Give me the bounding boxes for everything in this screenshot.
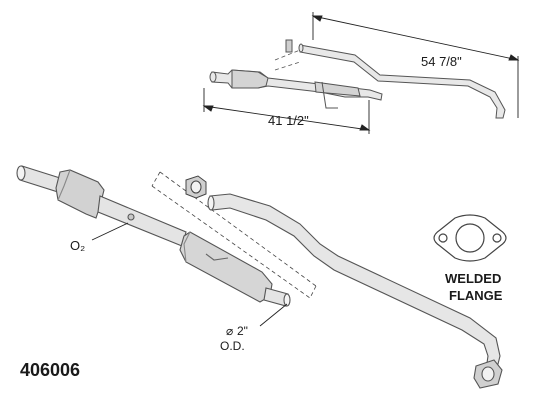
- flange-label-line2: FLANGE: [449, 288, 503, 303]
- inlet-pipe: [19, 165, 61, 193]
- mid-pipe: [97, 195, 187, 247]
- diameter-symbol: ⌀: [226, 324, 233, 338]
- front-pipe-assembly: [16, 165, 291, 307]
- rear-flange-opening: [481, 366, 495, 382]
- overview-converter: [231, 69, 269, 89]
- o2-leader-line: [91, 222, 129, 241]
- flange-left-bolt-hole: [438, 233, 448, 243]
- overview-assembly: [209, 39, 506, 119]
- dimension-front-label: 41 1/2": [268, 113, 309, 128]
- diameter-unit: O.D.: [220, 339, 245, 353]
- flange-label-line1: WELDED: [445, 271, 501, 286]
- alignment-guides: [151, 171, 317, 299]
- overview-clamp: [285, 39, 293, 53]
- overview-front-inlet: [209, 71, 217, 83]
- rear-pipe-assembly: [207, 193, 503, 389]
- dimension-overall: [311, 12, 520, 118]
- dimension-front: [202, 88, 371, 134]
- rear-pipe-inlet: [207, 195, 215, 211]
- catalytic-converter: [55, 169, 105, 219]
- diameter-leader-line: [259, 303, 288, 327]
- o2-sensor-label: O₂: [70, 238, 85, 253]
- resonator-outlet-opening: [283, 293, 291, 307]
- overview-guides: [274, 49, 301, 71]
- flange-right-bolt-hole: [492, 233, 502, 243]
- o2-sensor-boss: [127, 213, 135, 221]
- welded-flange-detail: [433, 214, 507, 262]
- resonator: [179, 231, 273, 303]
- overview-rear-pipe: [299, 44, 506, 119]
- inlet-pipe-opening: [16, 165, 26, 181]
- resonator-hanger: [205, 253, 229, 261]
- overview-hanger: [321, 81, 338, 109]
- flange-center-hole: [455, 223, 485, 253]
- diameter-value: 2": [237, 324, 248, 338]
- overview-rear-pipe-inlet: [298, 43, 304, 53]
- flange-gasket: [185, 175, 207, 199]
- overview-resonator: [314, 81, 361, 97]
- part-number: 406006: [20, 360, 80, 380]
- dimension-overall-label: 54 7/8": [421, 54, 462, 69]
